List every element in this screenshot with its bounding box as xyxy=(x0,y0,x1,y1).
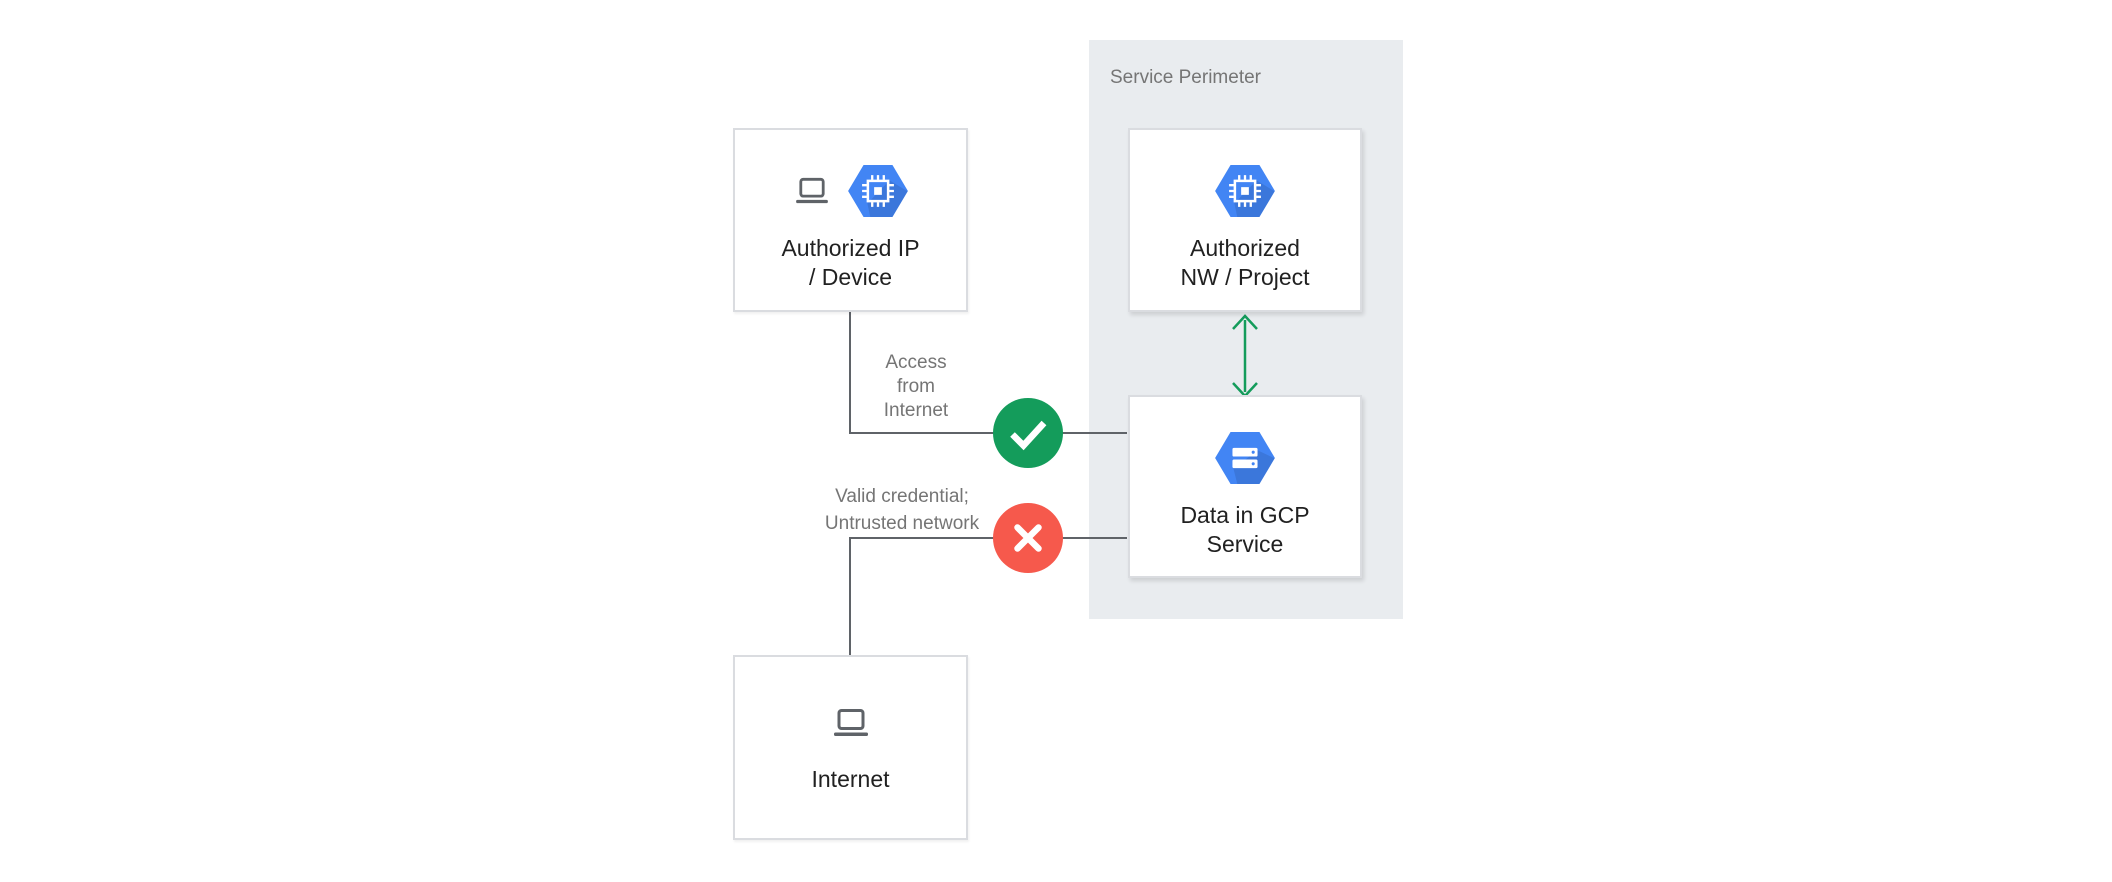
denied-badge xyxy=(993,503,1063,573)
access-from-internet-annotation: Access from Internet xyxy=(883,352,949,421)
laptop-icon xyxy=(833,709,868,736)
node-label: Authorized NW / Project xyxy=(1180,235,1310,290)
node-label: Authorized IP / Device xyxy=(781,235,920,290)
node-icons xyxy=(1130,163,1360,219)
gcp-storage-hexagon-icon xyxy=(1215,431,1275,485)
node-internet: Internet xyxy=(733,655,968,840)
allowed-badge xyxy=(993,398,1063,468)
node-icons xyxy=(1130,430,1360,486)
node-data-in-gcp-service: Data in GCP Service xyxy=(1128,395,1362,578)
service-perimeter-label: Service Perimeter xyxy=(1110,67,1261,88)
laptop-icon xyxy=(795,177,828,204)
node-icons xyxy=(735,163,966,219)
connector-untrusted-network xyxy=(849,537,1127,656)
check-icon xyxy=(1010,420,1047,451)
untrusted-network-annotation: Valid credential; Untrusted network xyxy=(824,486,980,534)
x-icon xyxy=(1014,524,1042,552)
node-label: Data in GCP Service xyxy=(1180,502,1310,557)
node-authorized-ip-device: Authorized IP / Device xyxy=(733,128,968,312)
double-headed-arrow-icon xyxy=(1232,314,1258,398)
node-label: Internet xyxy=(811,766,890,792)
gcp-compute-engine-hexagon-icon xyxy=(847,164,908,218)
node-icons xyxy=(735,707,966,739)
gcp-compute-engine-hexagon-icon xyxy=(1215,164,1275,218)
node-authorized-nw-project: Authorized NW / Project xyxy=(1128,128,1362,312)
